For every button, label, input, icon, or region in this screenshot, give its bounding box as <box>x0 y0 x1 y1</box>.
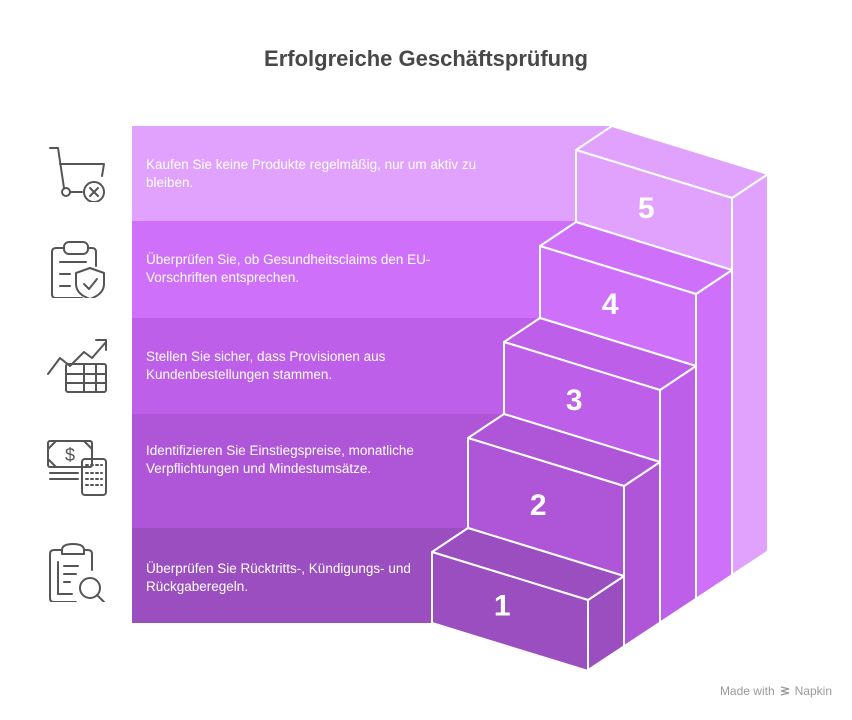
step-4-text: Überprüfen Sie, ob Gesundheitsclaims den… <box>146 252 431 285</box>
step-1-front <box>431 551 589 672</box>
band-step-5: Kaufen Sie keine Produkte regelmäßig, nu… <box>132 126 612 221</box>
clipboard-shield-icon <box>51 241 105 298</box>
page-title: Erfolgreiche Geschäftsprüfung <box>264 46 588 71</box>
step-1-text: Überprüfen Sie Rücktritts-, Kündigungs- … <box>146 561 411 594</box>
chart-table-icon <box>47 339 107 393</box>
step-4-side <box>695 269 733 600</box>
step-3-number: 3 <box>566 384 583 417</box>
clipboard-search-icon <box>49 543 106 602</box>
svg-text:$: $ <box>65 445 75 465</box>
step-2-side <box>623 461 661 648</box>
step-5-side <box>731 173 769 577</box>
napkin-logo-icon <box>780 686 789 696</box>
made-with-label: Made with <box>719 684 775 698</box>
band-step-4: Überprüfen Sie, ob Gesundheitsclaims den… <box>132 221 612 318</box>
money-calculator-icon: $ <box>47 440 107 496</box>
cart-cancel-icon <box>49 147 105 202</box>
step-4-number: 4 <box>602 288 619 321</box>
step-3-side <box>659 365 697 624</box>
step-2-number: 2 <box>530 489 547 522</box>
step-3-text: Stellen Sie sicher, dass Provisionen aus… <box>146 349 386 382</box>
footer: Made with Napkin <box>720 684 832 698</box>
step-5-number: 5 <box>638 192 655 225</box>
step-5-text: Kaufen Sie keine Produkte regelmäßig, nu… <box>146 157 477 190</box>
brand-label: Napkin <box>794 684 832 698</box>
step-1-number: 1 <box>494 590 511 623</box>
step-2-text: Identifizieren Sie Einstiegspreise, mona… <box>146 443 414 476</box>
